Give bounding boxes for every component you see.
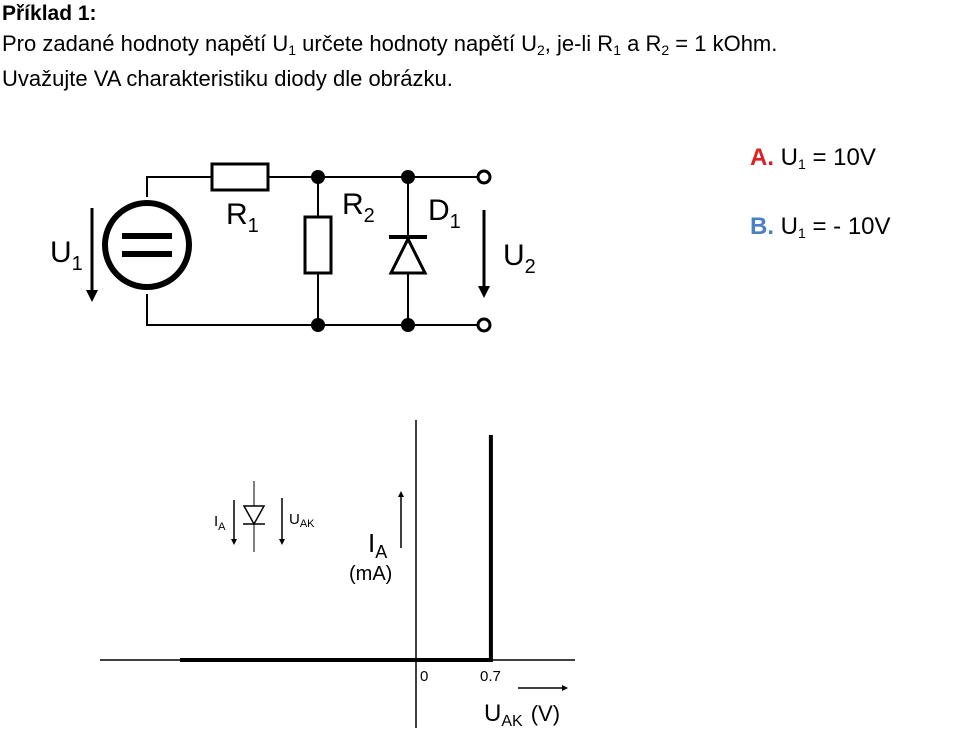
voltage-source-icon bbox=[102, 200, 192, 290]
circuit-labels: U1 R1 R2 D1 U2 bbox=[50, 188, 536, 278]
option-b: B. U1 = - 10V bbox=[750, 213, 891, 241]
option-a: A. U1 = 10V bbox=[750, 144, 876, 172]
resistor-r2-icon bbox=[303, 215, 333, 275]
tick-label-zero: 0 bbox=[420, 668, 428, 685]
option-b-sub: 1 bbox=[798, 225, 806, 241]
label-u2: U2 bbox=[503, 239, 536, 278]
diode-d1-icon bbox=[388, 235, 428, 275]
task-text-part: Pro zadané hodnoty napětí U bbox=[2, 31, 289, 56]
node-dot bbox=[311, 170, 325, 184]
task-text-line-2: Uvažujte VA charakteristiku diody dle ob… bbox=[2, 66, 453, 91]
va-characteristic: IA (mA) 0 0.7 UAK(V) IA UAK bbox=[100, 420, 575, 730]
option-a-value: = 10V bbox=[805, 144, 876, 171]
wire-left-lower bbox=[146, 294, 484, 326]
task-text-part: a R bbox=[621, 31, 662, 56]
output-terminal-top bbox=[476, 169, 492, 185]
label-u1: U1 bbox=[50, 236, 83, 275]
option-a-var: U bbox=[780, 144, 799, 171]
inset-ia-label: IA bbox=[214, 513, 226, 533]
task-text-part: = 1 kOhm. bbox=[669, 31, 778, 56]
task-text-line-1: Pro zadané hodnoty napětí U1 určete hodn… bbox=[2, 31, 777, 57]
dc-symbol-lines bbox=[122, 233, 172, 257]
label-r2: R2 bbox=[342, 188, 375, 227]
task-text-part: určete hodnoty napětí U bbox=[296, 31, 537, 56]
output-terminal-bottom bbox=[476, 317, 492, 333]
x-axis-label: UAK(V) bbox=[484, 700, 560, 730]
label-d1: D1 bbox=[428, 194, 461, 233]
inset-diode-icon bbox=[242, 505, 266, 526]
option-a-sub: 1 bbox=[798, 156, 806, 172]
inset-diode-diagram bbox=[231, 481, 285, 552]
task-subscript: 1 bbox=[613, 42, 621, 58]
resistor-r1-icon bbox=[210, 162, 270, 192]
y-axis-label: IA bbox=[368, 528, 387, 562]
option-b-letter: B. bbox=[750, 213, 774, 240]
option-a-letter: A. bbox=[750, 144, 774, 171]
option-b-var: U bbox=[780, 213, 799, 240]
task-subscript: 2 bbox=[661, 42, 670, 58]
wire-top-left bbox=[146, 176, 212, 197]
label-r1: R1 bbox=[226, 198, 259, 237]
circuit-diagram bbox=[86, 162, 492, 333]
va-curve bbox=[180, 435, 493, 662]
tick-label-knee: 0.7 bbox=[480, 668, 501, 685]
task-subscript: 1 bbox=[288, 42, 297, 58]
option-b-value: = - 10V bbox=[805, 213, 891, 240]
node-dot bbox=[401, 170, 415, 184]
page-title: Příklad 1: bbox=[2, 2, 97, 25]
y-axis-unit: (mA) bbox=[349, 563, 392, 585]
task-subscript: 2 bbox=[536, 42, 545, 58]
node-dot bbox=[311, 318, 325, 332]
node-dot bbox=[401, 318, 415, 332]
inset-uak-label: UAK bbox=[289, 511, 315, 530]
task-text-part: , je-li R bbox=[544, 31, 614, 56]
